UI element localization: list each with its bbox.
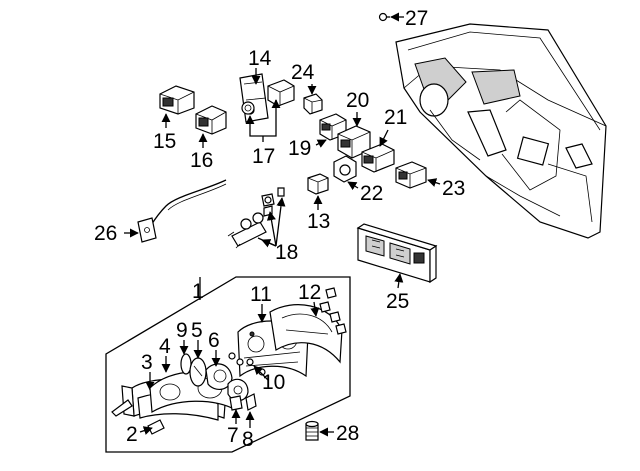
part-23-switch: [395, 161, 427, 189]
part-25-climate-control: [356, 223, 438, 284]
part-12-cluster-case: [269, 304, 343, 364]
part-5-gauge: [189, 357, 207, 387]
callout-17: 17: [252, 145, 275, 168]
callout-25: 25: [386, 290, 409, 313]
callout-15: 15: [153, 130, 176, 153]
callout-12: 12: [298, 281, 321, 304]
callout-28: 28: [336, 422, 359, 445]
callout-8: 8: [242, 428, 254, 451]
part-22-switch: [333, 155, 357, 183]
callout-23: 23: [442, 177, 465, 200]
callout-11: 11: [250, 283, 272, 306]
callout-4: 4: [159, 335, 171, 358]
part-14-bracket: [239, 73, 269, 123]
part-26-cable: [137, 179, 227, 243]
callout-26: 26: [94, 222, 117, 245]
part-28-fastener: [305, 420, 319, 441]
part-21-switch: [361, 143, 395, 173]
callout-1: 1: [192, 280, 204, 303]
part-13-switch: [307, 173, 329, 195]
cluster-bulb-set: [319, 287, 347, 335]
callout-2: 2: [126, 423, 138, 446]
callout-22: 22: [360, 182, 383, 205]
part-7-gauge: [227, 378, 249, 411]
part-27-clip: [378, 12, 390, 22]
callout-24: 24: [291, 61, 315, 84]
callout-3: 3: [141, 351, 153, 374]
callout-13: 13: [307, 210, 330, 233]
callout-16: 16: [190, 149, 213, 172]
callout-5: 5: [191, 319, 203, 342]
callout-9: 9: [176, 319, 188, 342]
callout-14: 14: [248, 47, 272, 70]
part-8-bulb: [245, 393, 257, 411]
dashboard-assembly: [395, 23, 607, 239]
part-18-bulb-sockets: [227, 187, 285, 249]
callout-20: 20: [346, 89, 369, 112]
callout-18: 18: [275, 241, 298, 264]
callout-21: 21: [384, 106, 407, 129]
callout-7: 7: [227, 424, 239, 447]
callout-6: 6: [208, 329, 220, 352]
callout-27: 27: [405, 7, 428, 30]
part-15-switch: [159, 85, 195, 115]
cluster-kit-outline: [105, 276, 351, 453]
callout-10: 10: [262, 371, 285, 394]
part-16-switch: [195, 105, 227, 135]
part-24-knob: [303, 93, 323, 115]
callout-19: 19: [288, 137, 311, 160]
